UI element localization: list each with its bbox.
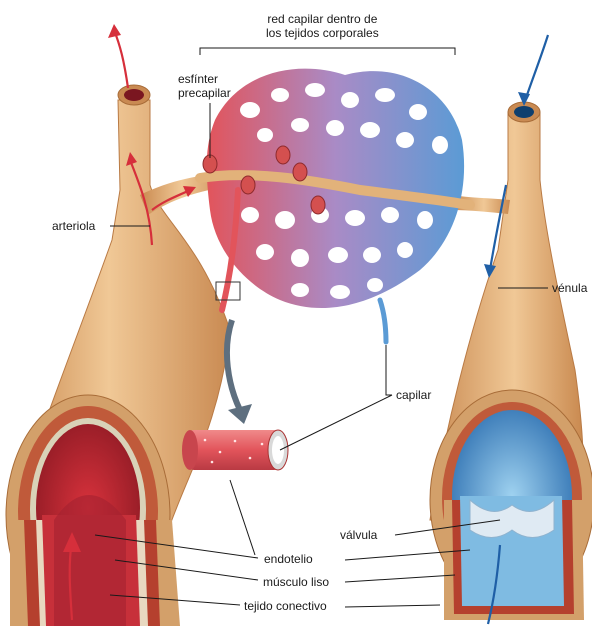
capillary-label: capilar [396,388,431,402]
sphincter-label-line1: esfínter [178,72,231,86]
smooth-muscle-label: músculo liso [263,575,329,589]
capillary-network-label: red capilar dentro de los tejidos corpor… [266,12,379,40]
vein-cross-section [430,390,592,620]
capillary-tube-enlarged [182,430,288,470]
endothelium-label: endotelio [264,552,313,566]
valve-label: válvula [340,528,377,542]
detail-arrowhead [228,404,252,424]
sphincter-label: esfínter precapilar [178,72,231,100]
connective-tissue-label: tejido conectivo [244,599,327,613]
capillary-network-label-line2: los tejidos corporales [266,26,379,40]
capillary-network [200,69,470,342]
detail-arrow [227,320,240,410]
capillary-network-label-line1: red capilar dentro de [266,12,379,26]
network-brace [200,48,455,55]
arteriole-label: arteriola [52,219,95,233]
sphincter-label-line2: precapilar [178,86,231,100]
venule-label: vénula [552,281,587,295]
